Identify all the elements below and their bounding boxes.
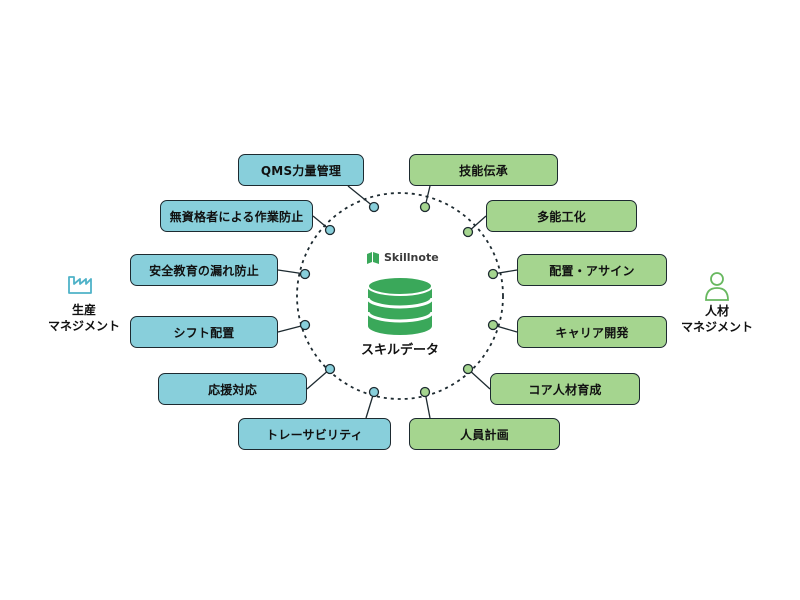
connection-dot-right-3 (487, 319, 499, 331)
connection-dot-left-5 (368, 386, 380, 398)
hr-management-label: 人材 マネジメント (677, 303, 757, 335)
connection-dot-left-3 (299, 319, 311, 331)
connection-dot-left-4 (324, 363, 336, 375)
box-multi-skilling: 多能工化 (486, 200, 637, 232)
box-core-talent-development: コア人材育成 (490, 373, 640, 405)
connection-dot-left-0 (368, 201, 380, 213)
connection-dot-right-0 (419, 201, 431, 213)
factory-icon (68, 276, 92, 294)
connection-dot-right-4 (462, 363, 474, 375)
hr-management-line1: 人材 (704, 304, 729, 318)
box-staffing-plan: 人員計画 (409, 418, 560, 450)
production-management-line2: マネジメント (47, 319, 120, 333)
box-shift-assignment: シフト配置 (130, 316, 278, 348)
skillnote-logo-icon (367, 251, 379, 264)
hub-ring (296, 192, 504, 400)
box-skill-transfer: 技能伝承 (409, 154, 558, 186)
box-career-development: キャリア開発 (517, 316, 667, 348)
connector-line-left-0 (347, 185, 375, 208)
production-management-label: 生産 マネジメント (44, 302, 124, 334)
box-safety-training-omission: 安全教育の漏れ防止 (130, 254, 278, 286)
box-placement-assignment: 配置・アサイン (517, 254, 667, 286)
connection-dot-left-2 (299, 268, 311, 280)
connection-dot-left-1 (324, 224, 336, 236)
connection-dot-right-2 (487, 268, 499, 280)
hr-management-line2: マネジメント (680, 320, 753, 334)
skillnote-logo: Skillnote (366, 251, 439, 264)
person-icon (705, 272, 729, 301)
skillnote-logo-text: Skillnote (384, 251, 439, 264)
connection-dot-right-1 (462, 226, 474, 238)
database-icon (366, 276, 434, 335)
connection-dot-right-5 (419, 386, 431, 398)
production-management-line1: 生産 (71, 303, 96, 317)
box-traceability: トレーサビリティ (238, 418, 391, 450)
box-unqualified-work-prevention: 無資格者による作業防止 (160, 200, 313, 232)
box-support-response: 応援対応 (158, 373, 307, 405)
skill-data-label: スキルデータ (360, 343, 439, 358)
connection-dots (299, 201, 499, 398)
box-qms-competency: QMS力量管理 (238, 154, 364, 186)
